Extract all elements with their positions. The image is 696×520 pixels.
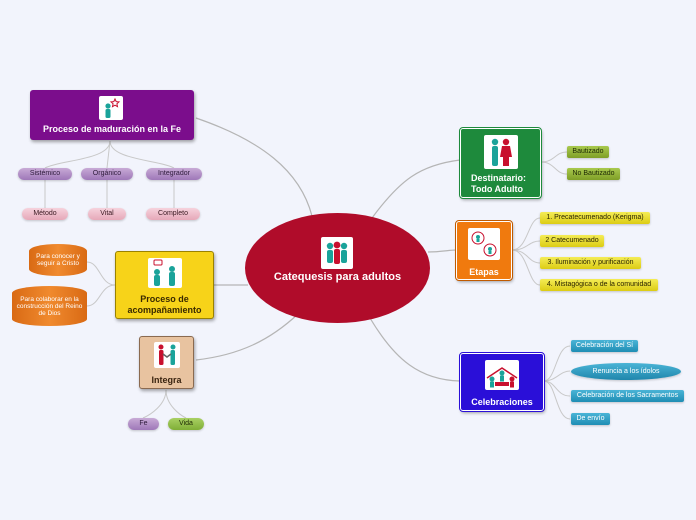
central-topic[interactable]: Catequesis para adultos [245, 213, 430, 323]
etapas-title: Etapas [469, 267, 499, 277]
integra-item-fe[interactable]: Fe [128, 418, 159, 430]
celebration-icon [485, 360, 519, 390]
couple-icon [484, 135, 518, 169]
integra-topic[interactable]: Integra [139, 336, 194, 389]
people-group-icon [321, 237, 353, 273]
destinatario-item-no-bautizado[interactable]: No Bautizado [567, 168, 620, 180]
acompanamiento-item-conocer[interactable]: Para conocer y seguir a Cristo [29, 244, 87, 276]
maduracion-item-integrador[interactable]: Integrador [146, 168, 202, 180]
central-title: Catequesis para adultos [273, 271, 402, 283]
acompanamiento-item-reino-label: Para colaborar en la construcción del Re… [16, 296, 83, 317]
celebraciones-item-envio[interactable]: De envío [571, 413, 610, 425]
maduracion-subitem-metodo[interactable]: Método [22, 208, 68, 220]
maduracion-subitem-completo[interactable]: Completo [146, 208, 200, 220]
acompanamiento-title: Proceso de acompañamiento [127, 294, 202, 315]
etapas-topic[interactable]: Etapas [455, 220, 513, 281]
celebraciones-item-si[interactable]: Celebración del Sí [571, 340, 638, 352]
celebraciones-item-sacramentos[interactable]: Celebración de los Sacramentos [571, 390, 684, 402]
maduracion-subitem-vital[interactable]: Vital [88, 208, 126, 220]
acompanamiento-topic[interactable]: Proceso de acompañamiento [115, 251, 214, 319]
etapas-item-1[interactable]: 1. Precatecumenado (Kerigma) [540, 212, 650, 224]
maduracion-item-organico[interactable]: Orgánico [81, 168, 133, 180]
acompanamiento-item-reino[interactable]: Para colaborar en la construcción del Re… [12, 286, 87, 326]
destinatario-topic[interactable]: Destinatario: Todo Adulto [459, 127, 542, 199]
integra-item-vida[interactable]: Vida [168, 418, 204, 430]
etapas-item-2[interactable]: 2 Catecumenado [540, 235, 604, 247]
destinatario-title: Destinatario: Todo Adulto [471, 173, 527, 194]
acompanamiento-item-conocer-label: Para conocer y seguir a Cristo [36, 253, 80, 267]
etapas-item-3[interactable]: 3. Iluminación y purificación [540, 257, 641, 269]
maduracion-title: Proceso de maduración en la Fe [42, 124, 182, 134]
celebraciones-item-idolos[interactable]: Renuncia a los ídolos [571, 363, 681, 380]
person-star-icon [99, 96, 123, 120]
conversation-icon [148, 258, 182, 288]
celebraciones-topic[interactable]: Celebraciones [459, 352, 545, 412]
maduracion-item-sistemico[interactable]: Sistémico [18, 168, 72, 180]
celebraciones-title: Celebraciones [471, 397, 533, 407]
handshake-icon [154, 342, 180, 368]
maduracion-topic[interactable]: Proceso de maduración en la Fe [30, 90, 194, 140]
destinatario-item-bautizado[interactable]: Bautizado [567, 146, 609, 158]
integra-title: Integra [151, 375, 182, 385]
stages-icon [468, 228, 500, 260]
etapas-item-4[interactable]: 4. Mistagógica o de la comunidad [540, 279, 658, 291]
